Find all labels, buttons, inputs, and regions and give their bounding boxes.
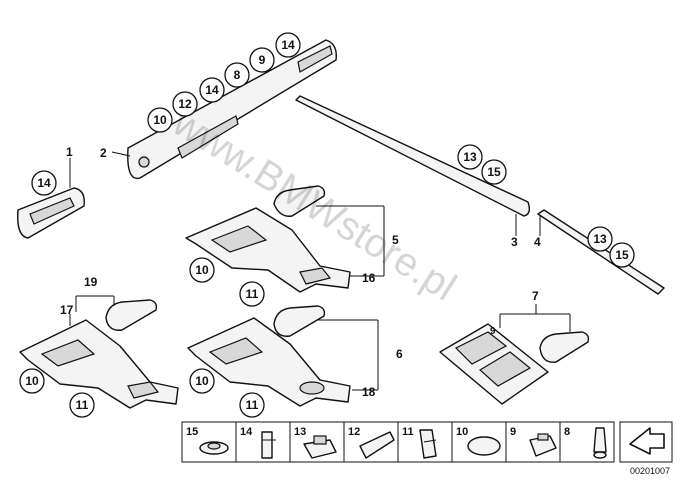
circled-callout-15: 15 (615, 248, 629, 262)
sill-part-3 (295, 95, 531, 217)
circled-callout-14: 14 (281, 38, 295, 52)
push-pin-icon (593, 427, 607, 459)
circled-callout-12: 12 (178, 97, 192, 111)
circled-callout-11: 11 (246, 398, 259, 412)
circled-callout-13: 13 (593, 232, 607, 246)
callout-2: 2 (100, 146, 107, 160)
circled-callout-11: 11 (76, 398, 89, 412)
strip-label-15: 15 (186, 426, 198, 438)
circled-callout-10: 10 (195, 374, 209, 388)
plate-clip-icon (359, 431, 395, 459)
console-group-17 (19, 299, 179, 409)
callout-16: 16 (362, 271, 376, 285)
circled-callout-15: 15 (487, 165, 501, 179)
diagram-code: 00201007 (630, 466, 670, 476)
callout-1: 1 (66, 145, 73, 159)
circled-callout-11: 11 (246, 287, 259, 301)
parts-strip: 15 14 13 12 11 10 9 8 (181, 421, 673, 463)
circled-callout-14: 14 (205, 83, 219, 97)
strip-label-8: 8 (564, 426, 570, 438)
callout-4: 4 (534, 235, 541, 249)
circled-callout-10: 10 (195, 263, 209, 277)
console-group-7 (439, 323, 590, 405)
callout-3: 3 (511, 235, 518, 249)
circled-callout-14: 14 (37, 176, 51, 190)
console-group-6 (187, 305, 351, 407)
circled-callouts: 14 10 12 14 8 9 14 13 15 13 15 10 11 10 … (19, 32, 635, 418)
retainer-icon (529, 433, 557, 457)
callout-9-small: 9 (490, 326, 496, 337)
strip-label-14: 14 (240, 426, 253, 438)
grommet-icon (199, 441, 229, 455)
callout-6: 6 (396, 347, 403, 361)
circled-callout-10: 10 (25, 374, 39, 388)
bracket-icon (261, 431, 276, 459)
cover-cap-icon (467, 436, 501, 456)
strip-label-11: 11 (402, 426, 414, 438)
callout-17: 17 (60, 303, 74, 317)
circled-callout-10: 10 (153, 113, 167, 127)
circled-callout-9: 9 (259, 53, 266, 67)
trim-part-1 (17, 187, 85, 239)
trim-part-2 (127, 39, 337, 180)
callout-7: 7 (532, 289, 539, 303)
callout-18: 18 (362, 385, 376, 399)
callout-19: 19 (84, 275, 98, 289)
circled-callout-13: 13 (463, 150, 477, 164)
strip-label-9: 9 (510, 426, 516, 438)
strip-label-12: 12 (348, 426, 360, 438)
strip-label-10: 10 (456, 426, 468, 438)
direction-arrow-icon (629, 427, 665, 455)
strip-label-13: 13 (294, 426, 306, 438)
callout-5: 5 (392, 233, 399, 247)
sill-part-4 (537, 209, 665, 295)
circled-callout-8: 8 (234, 68, 241, 82)
console-group-5 (185, 185, 351, 293)
clip-icon (303, 435, 337, 459)
spring-clip-icon (419, 429, 437, 459)
